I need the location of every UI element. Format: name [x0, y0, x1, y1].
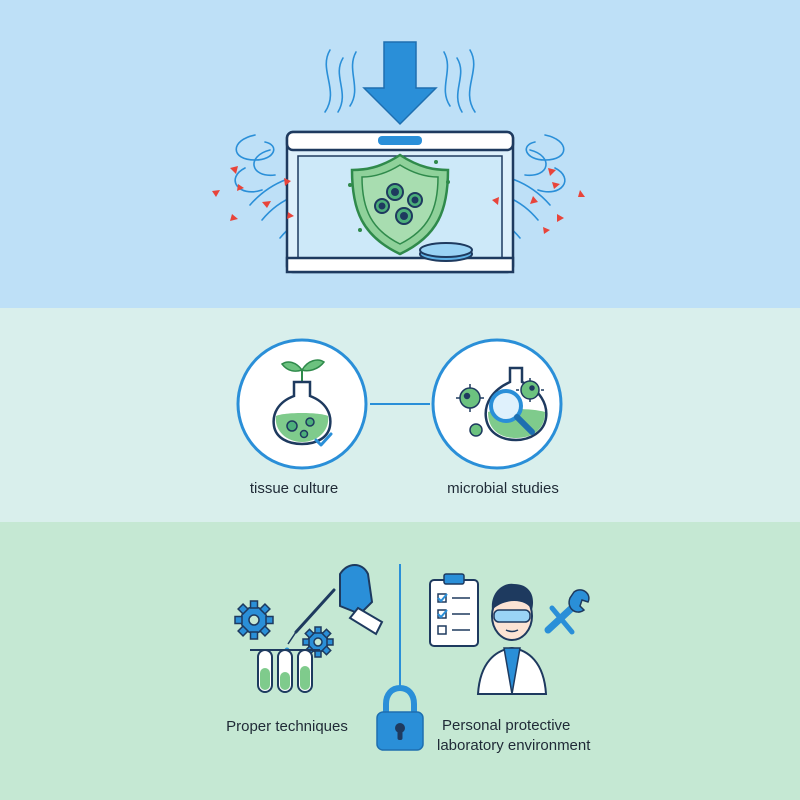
cell-icons [374, 183, 423, 225]
gear-icon [234, 600, 334, 658]
ppe-label-line2: laboratory environment [437, 737, 591, 754]
practices-illustration [234, 564, 590, 751]
shield-icon [350, 153, 450, 256]
microbial-studies-label: microbial studies [447, 480, 559, 497]
microbe-magnifier-icon [431, 338, 563, 470]
middle-band [0, 308, 800, 522]
wrench-icon [544, 589, 590, 635]
applications-illustration [236, 338, 563, 470]
check-icon [314, 432, 333, 447]
padlock-icon [376, 684, 424, 751]
clipboard-checklist-icon [429, 573, 479, 647]
down-arrow-icon [362, 41, 438, 126]
contaminant-particles-left [212, 166, 294, 221]
tissue-culture-label: tissue culture [249, 480, 339, 497]
proper-techniques-label: Proper techniques [226, 718, 348, 735]
petri-dish-icon [419, 242, 473, 262]
laminar-flow-hood-illustration [212, 41, 585, 274]
contaminant-particles-right [492, 168, 585, 234]
pipette-test-tubes-icon [250, 564, 384, 693]
flask-plant-icon [236, 338, 368, 470]
scientist-ppe-icon [476, 583, 548, 695]
sparkle-dots [348, 160, 450, 232]
ppe-label-line1: Personal protective [442, 717, 571, 734]
